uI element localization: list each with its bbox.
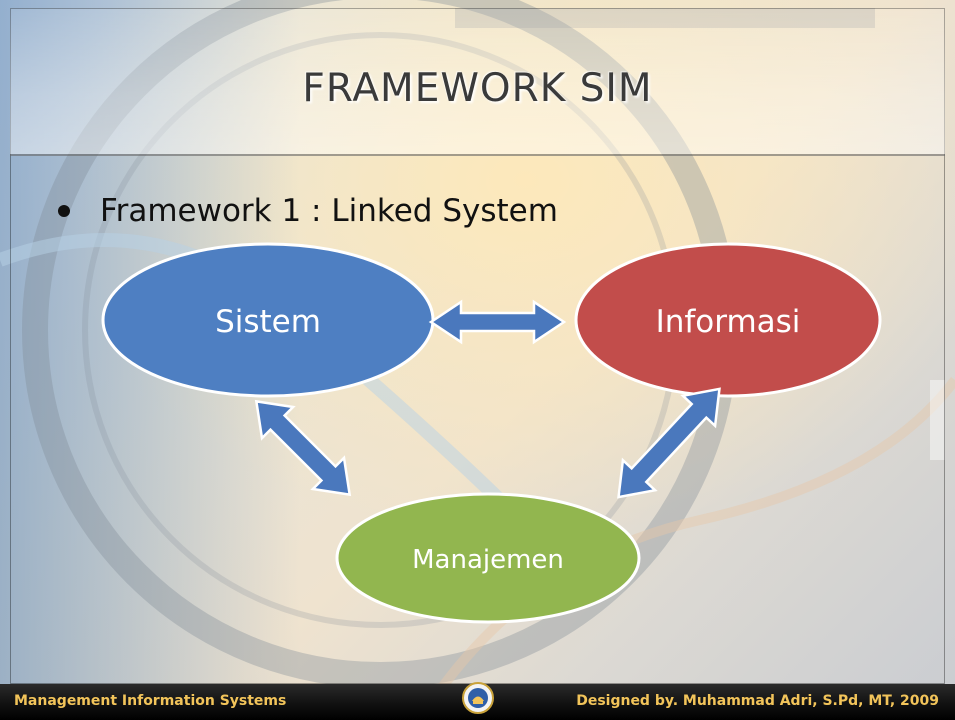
node-informasi: Informasi xyxy=(574,242,882,398)
node-sistem: Sistem xyxy=(101,242,435,398)
arrow-sistem-manajemen xyxy=(254,399,352,497)
double-arrow-icon xyxy=(428,299,567,345)
node-manajemen: Manajemen xyxy=(335,492,641,624)
title-band xyxy=(10,8,945,156)
slide-title: FRAMEWORK SIM xyxy=(302,66,653,111)
node-manajemen-shape xyxy=(335,492,641,624)
footer-author: Designed by. Muhammad Adri, S.Pd, MT, 20… xyxy=(576,693,939,709)
node-manajemen-label: Manajemen xyxy=(412,545,564,575)
node-informasi-shape xyxy=(574,242,882,398)
bullet-text: Framework 1 : Linked System xyxy=(100,193,558,229)
bullet-dot-icon xyxy=(58,205,70,217)
footer-course-title: Management Information Systems xyxy=(14,693,287,709)
node-sistem-label: Sistem xyxy=(215,304,321,340)
arrow-sistem-informasi xyxy=(428,299,567,345)
node-informasi-label: Informasi xyxy=(656,304,801,340)
arrow-informasi-manajemen xyxy=(617,387,721,499)
double-arrow-icon xyxy=(254,399,352,497)
bullet-item: Framework 1 : Linked System xyxy=(58,188,558,234)
university-seal-icon xyxy=(462,682,494,714)
double-arrow-icon xyxy=(617,387,721,499)
